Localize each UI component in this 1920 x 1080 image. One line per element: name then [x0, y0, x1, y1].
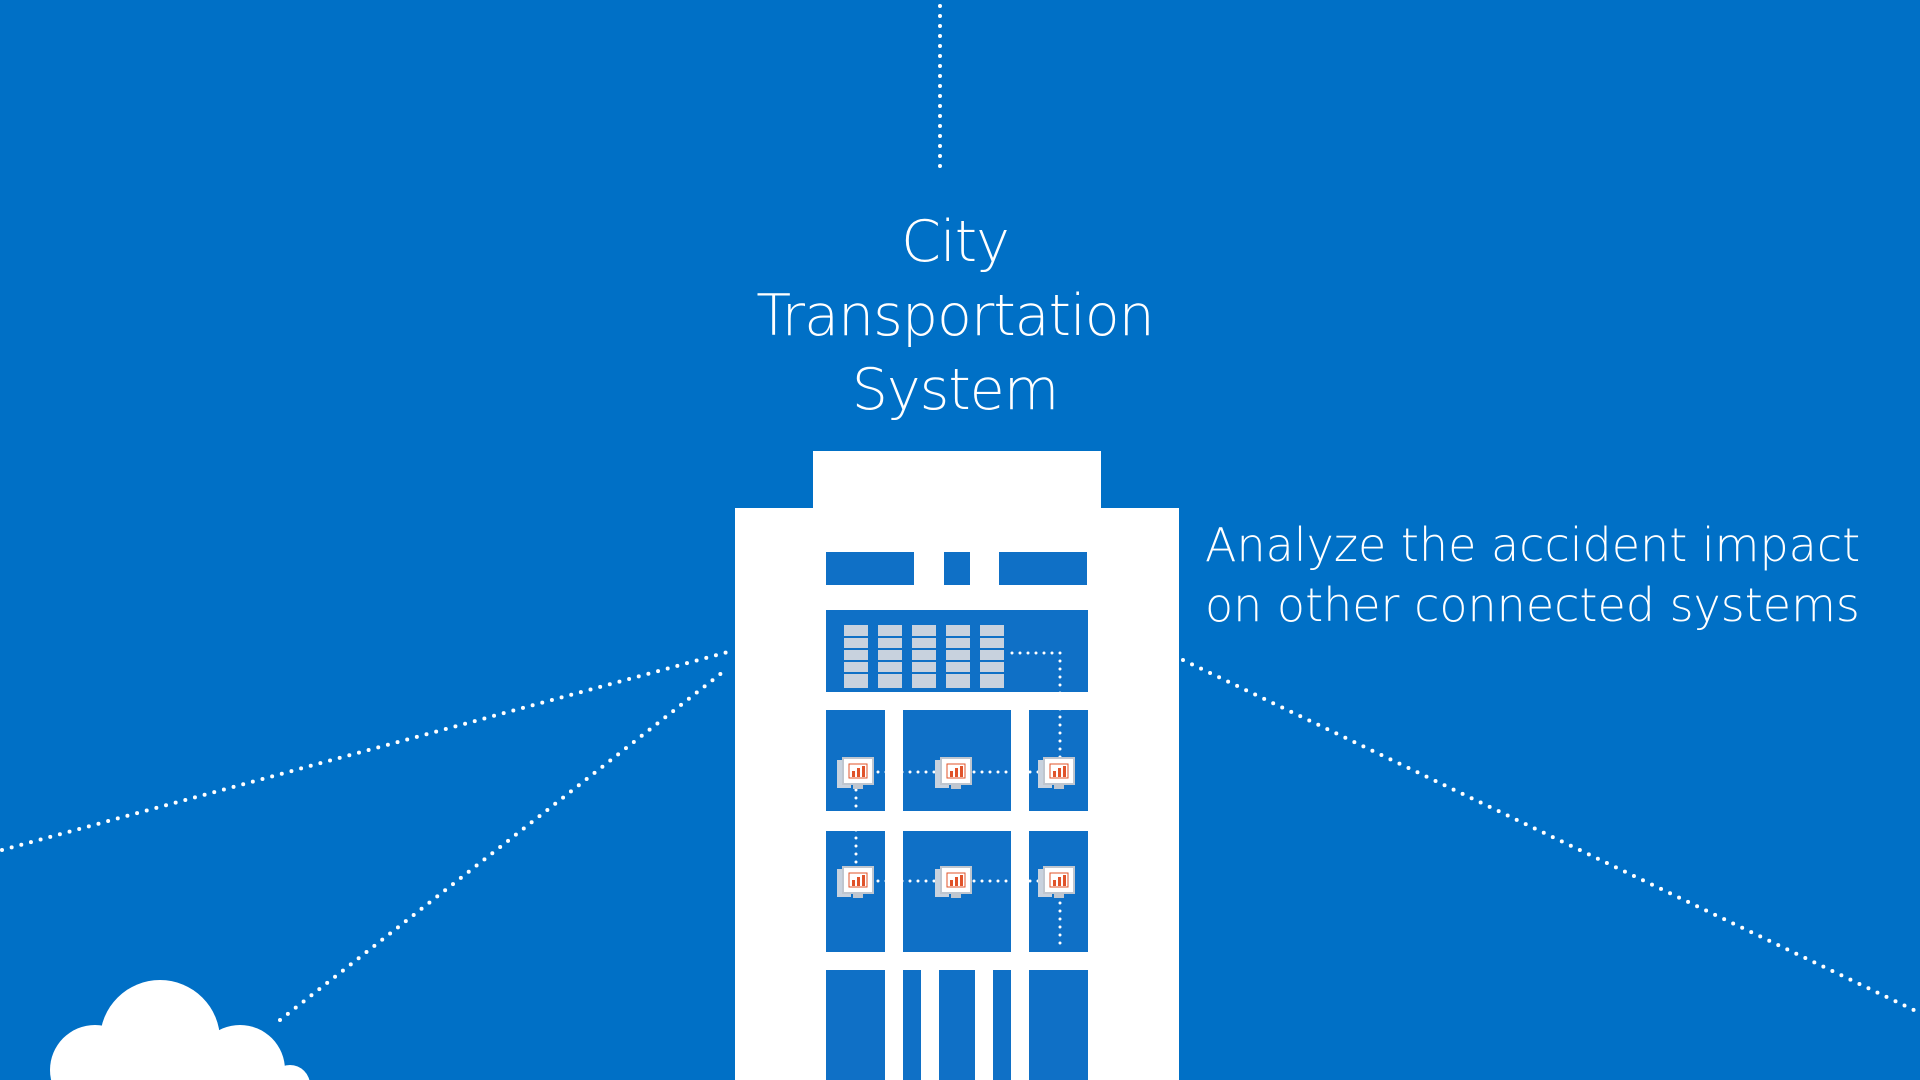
building-title-line-3: System — [851, 357, 1060, 423]
building-title-line-2: Transportation — [756, 283, 1155, 349]
callout-text: Analyze the accident impact on other con… — [1205, 515, 1905, 635]
callout-line-1: Analyze the accident impact — [1205, 518, 1861, 572]
server-rack-icon — [844, 625, 1004, 688]
building-icon — [735, 451, 1179, 1080]
workstation-chart-icon-row1-left — [837, 757, 874, 789]
workstation-chart-icon-row1-mid — [935, 757, 972, 789]
workstation-chart-icon-row2-right — [1038, 866, 1075, 898]
workstation-chart-icon-row2-mid — [935, 866, 972, 898]
connector-line-left-upper — [0, 650, 730, 852]
workstation-chart-icon-row2-left — [837, 866, 874, 898]
callout-line-2: on other connected systems — [1205, 578, 1860, 632]
connector-line-right — [1181, 658, 1920, 1014]
building-title: City Transportation System — [755, 205, 1155, 427]
workstation-chart-icon-row1-right — [1038, 757, 1075, 789]
connector-line-left-lower — [278, 666, 730, 1022]
building-title-line-1: City — [901, 209, 1010, 275]
cloud-icon — [50, 980, 310, 1080]
